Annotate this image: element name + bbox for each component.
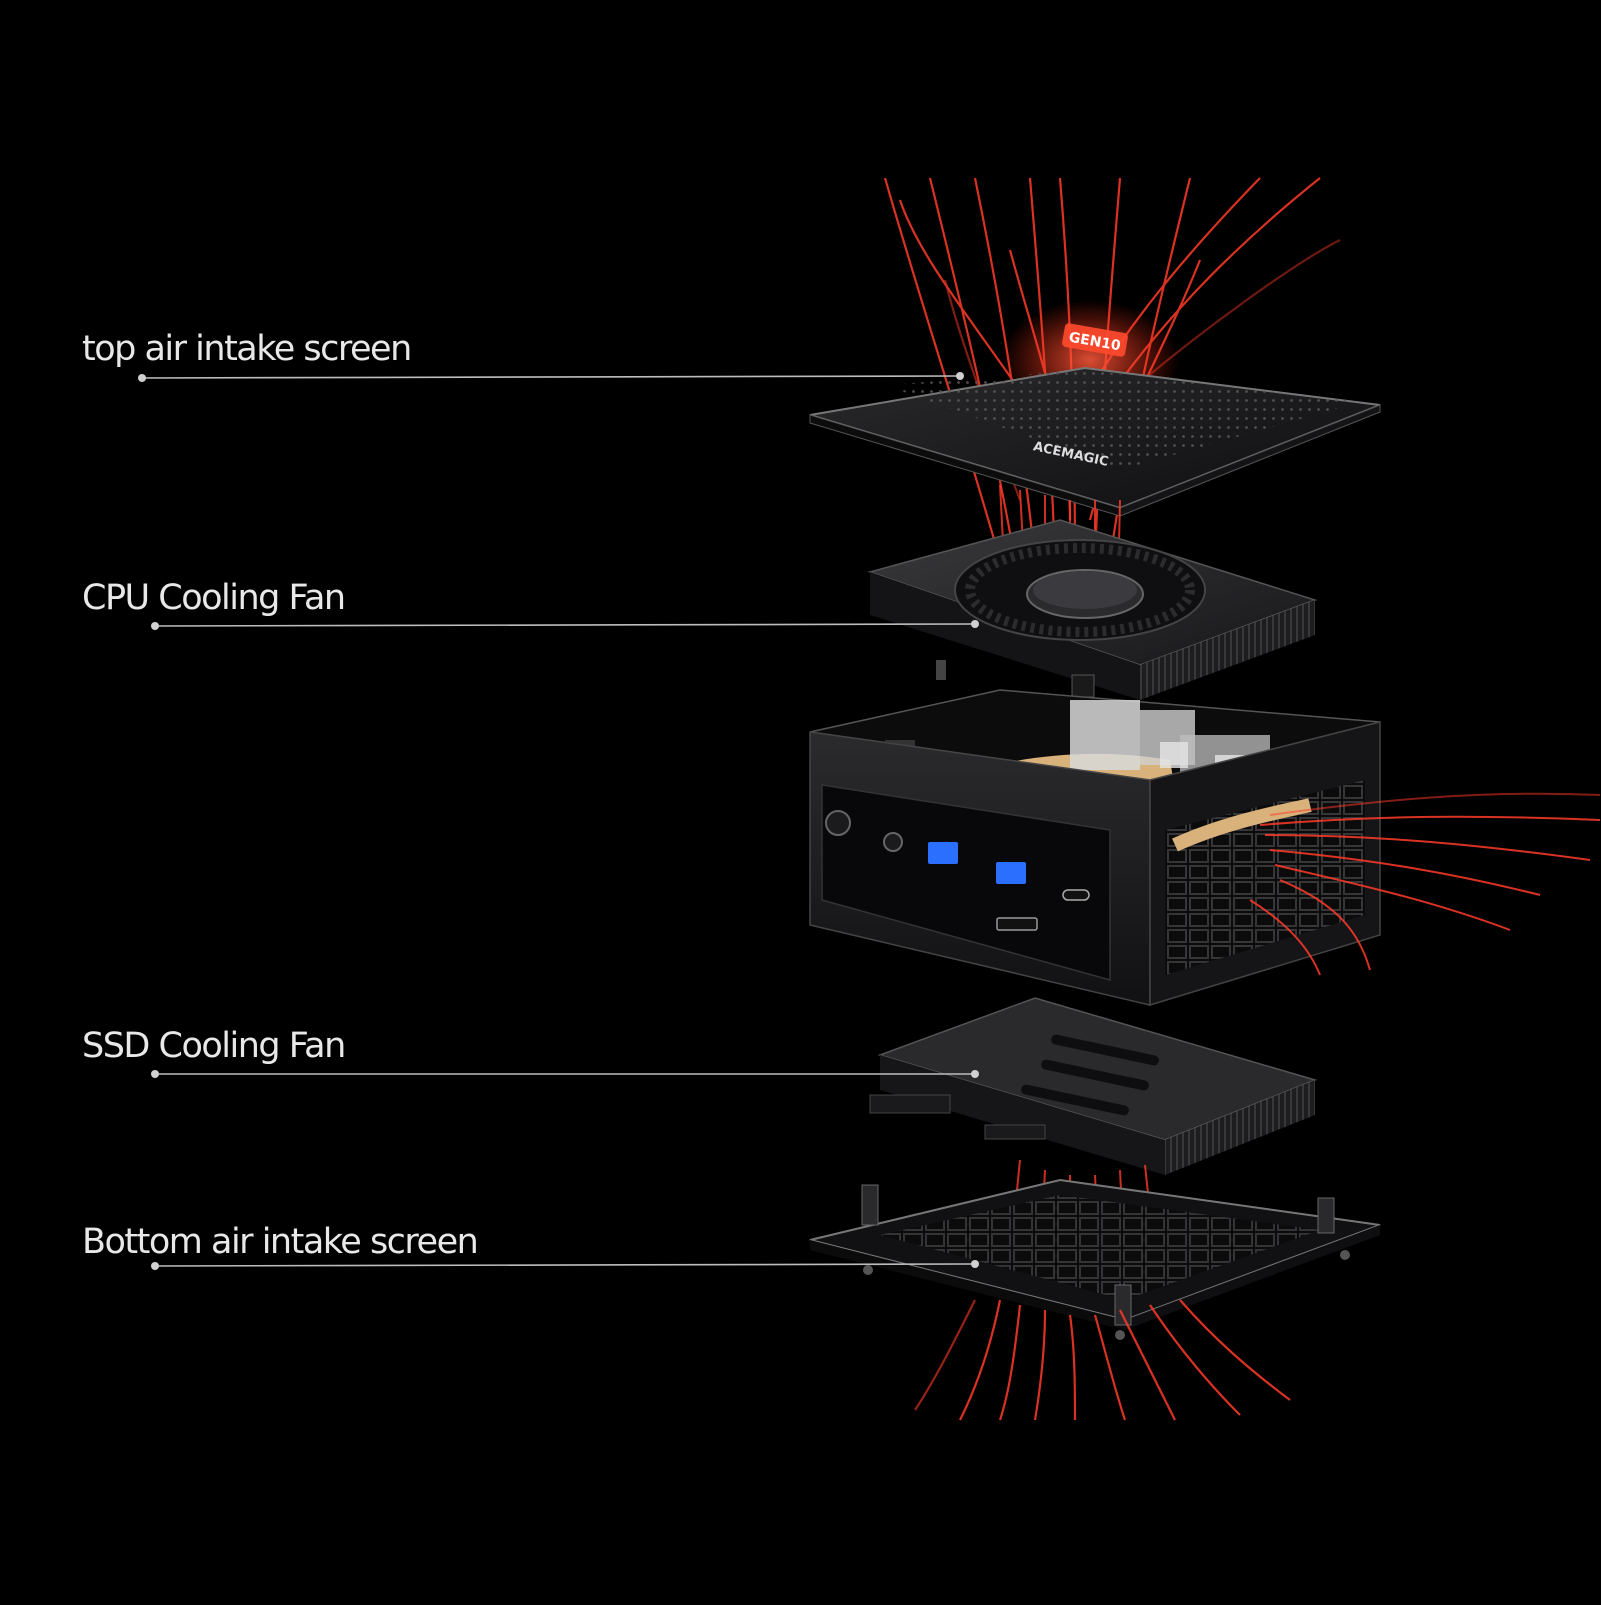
power-button-icon (825, 810, 851, 836)
bottom-plate (809, 1178, 1381, 1340)
usb-a-port-icon (928, 842, 958, 864)
airflow-lines-bottom (914, 1299, 1291, 1421)
top-lid: GEN10 ACEMAGIC (809, 323, 1381, 517)
leader-lines (141, 375, 976, 1267)
callout-label-ssd-cooling-fan: SSD Cooling Fan (82, 1026, 346, 1066)
ssd-fan-module (869, 997, 1318, 1175)
airflow-lines-side (1249, 792, 1601, 976)
leader-line-cpu-fan (154, 623, 976, 627)
main-chassis (809, 689, 1381, 1007)
callout-label-top-air-intake-screen: top air intake screen (82, 329, 412, 369)
hdmi-port-icon (996, 917, 1038, 931)
usb-c-port-icon (1062, 889, 1090, 901)
audio-jack-icon (883, 832, 903, 852)
leader-line-top-screen (141, 375, 961, 379)
top-badge: GEN10 (1062, 323, 1128, 357)
cpu-fan-module (867, 519, 1318, 700)
leader-dots (138, 372, 979, 1270)
callout-label-cpu-cooling-fan: CPU Cooling Fan (82, 578, 346, 618)
usb-a-port-icon (996, 862, 1026, 884)
leader-line-bottom-screen (154, 1263, 976, 1267)
callout-label-bottom-air-intake-screen: Bottom air intake screen (82, 1222, 479, 1262)
